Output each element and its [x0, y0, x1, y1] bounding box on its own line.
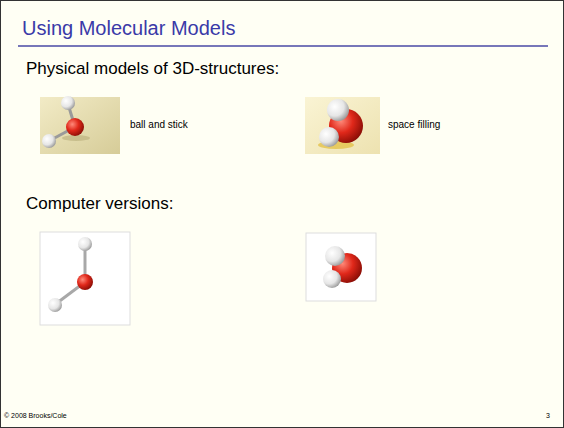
space-filling-photo [305, 97, 380, 154]
section-heading: Computer versions: [26, 194, 173, 214]
section-heading: Physical models of 3D-structures: [26, 59, 279, 79]
computer-ball-stick [40, 232, 130, 325]
model-caption: space filling [388, 119, 440, 131]
title-rule [18, 45, 548, 47]
computer-space-filling [306, 233, 376, 301]
slide-title: Using Molecular Models [22, 17, 235, 40]
page-number: 3 [546, 412, 550, 420]
ball-stick-photo [40, 96, 120, 154]
copyright-note: © 2008 Brooks/Cole [4, 412, 67, 420]
model-caption: ball and stick [130, 119, 188, 131]
